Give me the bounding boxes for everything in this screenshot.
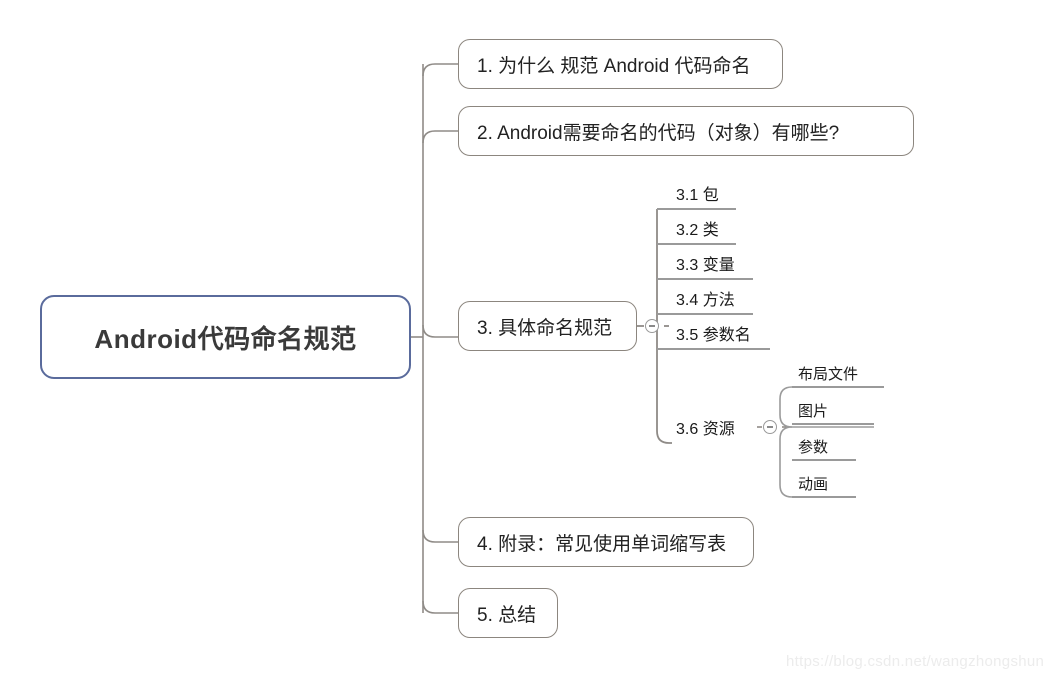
sub-node-3-3[interactable]: 3.3 变量: [676, 252, 735, 278]
sub-node-3-2-underline: [657, 243, 736, 245]
collapse-toggle-specific-naming[interactable]: [645, 319, 659, 333]
resource-node-animation-underline: [792, 496, 856, 498]
sub-node-3-4-underline: [657, 313, 753, 315]
resource-node-image[interactable]: 图片: [798, 399, 828, 424]
branch-node-2-label: 2. Android需要命名的代码（对象）有哪些?: [477, 122, 840, 144]
branch-node-1[interactable]: 1. 为什么 规范 Android 代码命名: [458, 39, 783, 89]
watermark-text: https://blog.csdn.net/wangzhongshun: [786, 653, 1045, 670]
root-node[interactable]: Android代码命名规范: [40, 295, 411, 379]
sub-node-3-1-label: 3.1 包: [676, 187, 719, 204]
branch-node-4-label: 4. 附录：常见使用单词缩写表: [477, 533, 727, 555]
sub-node-3-3-underline: [657, 278, 753, 280]
sub-node-3-6[interactable]: 3.6 资源: [676, 416, 735, 442]
resource-node-image-label: 图片: [798, 403, 829, 420]
resource-node-layout-file[interactable]: 布局文件: [798, 362, 858, 387]
collapse-toggle-resources[interactable]: [763, 420, 777, 434]
branch-node-5-label: 5. 总结: [477, 604, 537, 626]
branch-node-4[interactable]: 4. 附录：常见使用单词缩写表: [458, 517, 754, 567]
branch-node-1-label: 1. 为什么 规范 Android 代码命名: [477, 55, 751, 77]
sub-node-3-2-label: 3.2 类: [676, 222, 719, 239]
sub-node-3-4-label: 3.4 方法: [676, 292, 735, 309]
sub-node-3-4[interactable]: 3.4 方法: [676, 287, 735, 313]
sub-node-3-1[interactable]: 3.1 包: [676, 182, 719, 208]
sub-node-3-5-label: 3.5 参数名: [676, 327, 751, 344]
resource-node-parameter-underline: [792, 459, 856, 461]
resource-node-layout-file-label: 布局文件: [798, 366, 859, 383]
branch-node-3-label: 3. 具体命名规范: [477, 317, 613, 339]
resource-node-animation[interactable]: 动画: [798, 472, 828, 497]
root-node-label: Android代码命名规范: [94, 323, 357, 354]
sub-node-3-3-label: 3.3 变量: [676, 257, 735, 274]
sub-node-3-5[interactable]: 3.5 参数名: [676, 322, 751, 348]
sub-node-3-1-underline: [657, 208, 736, 210]
sub-node-3-5-underline: [657, 348, 770, 350]
sub-node-3-6-label: 3.6 资源: [676, 421, 735, 438]
branch-node-3[interactable]: 3. 具体命名规范: [458, 301, 637, 351]
resource-node-animation-label: 动画: [798, 476, 829, 493]
branch-node-2[interactable]: 2. Android需要命名的代码（对象）有哪些?: [458, 106, 914, 156]
resource-node-layout-file-underline: [792, 386, 884, 388]
sub-node-3-2[interactable]: 3.2 类: [676, 217, 719, 243]
branch-node-5[interactable]: 5. 总结: [458, 588, 558, 638]
resource-node-parameter-label: 参数: [798, 439, 829, 456]
resource-node-parameter[interactable]: 参数: [798, 435, 828, 460]
resource-node-image-underline: [792, 423, 874, 425]
